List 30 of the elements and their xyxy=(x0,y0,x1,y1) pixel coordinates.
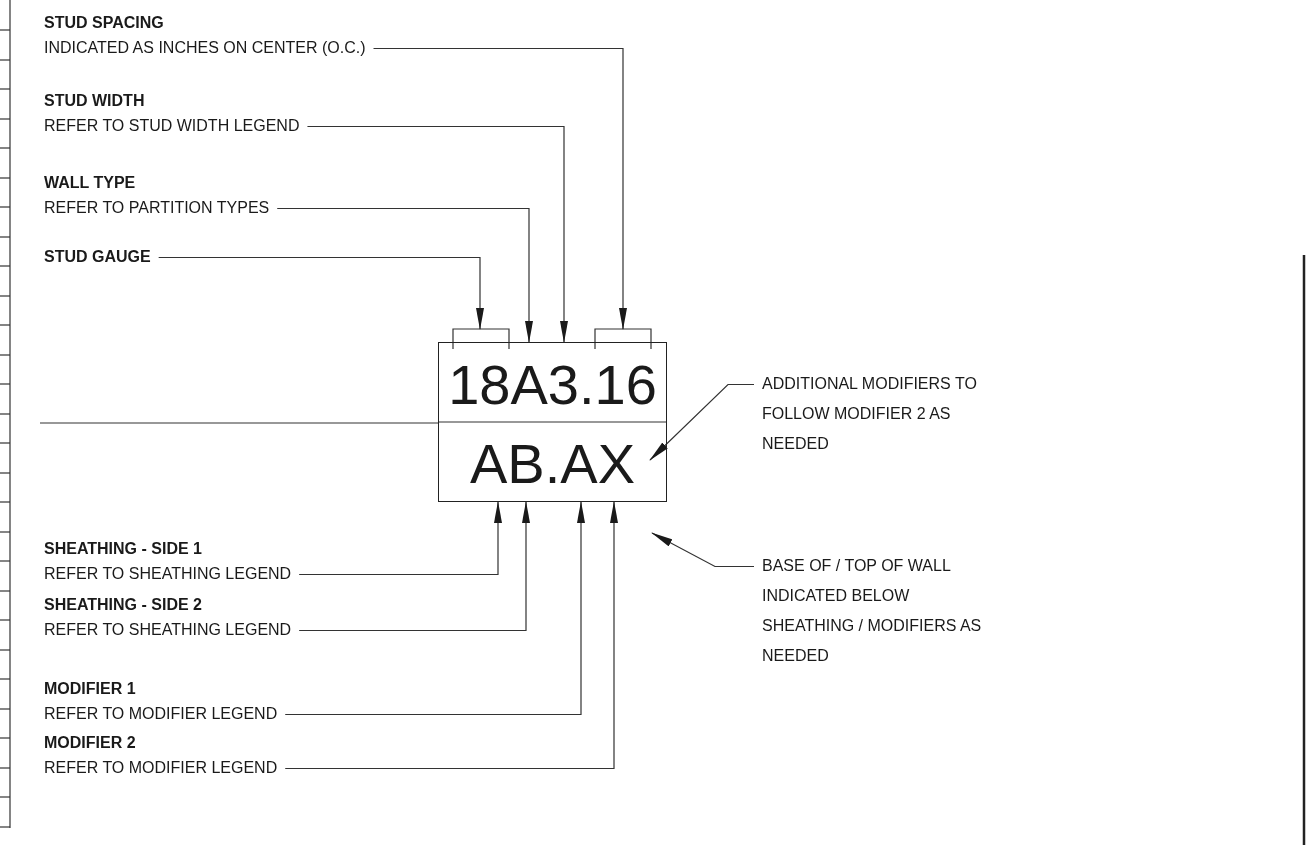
callout-heading: MODIFIER 2 xyxy=(44,733,137,753)
leader-arrow xyxy=(298,501,530,632)
tag-number: 18A3.16 xyxy=(447,355,658,415)
callout-text: INDICATED AS INCHES ON CENTER (O.C.) xyxy=(44,38,366,58)
callout-text: REFER TO SHEATHING LEGEND xyxy=(44,564,292,584)
leader-arrow xyxy=(306,125,568,343)
wall-tag-box xyxy=(438,342,667,502)
callout-text: REFER TO MODIFIER LEGEND xyxy=(44,704,278,724)
leader-arrow xyxy=(284,501,585,716)
callout-heading: STUD SPACING xyxy=(44,13,165,33)
callout-heading: SHEATHING - SIDE 2 xyxy=(44,595,203,615)
leader-arrow xyxy=(649,383,755,461)
callout-text: REFER TO PARTITION TYPES xyxy=(44,198,270,218)
callout-heading: MODIFIER 1 xyxy=(44,679,137,699)
leader-arrow xyxy=(298,501,502,576)
leader-arrow xyxy=(158,256,484,330)
callout-heading: SHEATHING - SIDE 1 xyxy=(44,539,203,559)
callout-text: REFER TO SHEATHING LEGEND xyxy=(44,620,292,640)
leader-arrow xyxy=(284,501,618,770)
callout-heading: WALL TYPE xyxy=(44,173,137,193)
callout-text: REFER TO MODIFIER LEGEND xyxy=(44,758,278,778)
callout-heading: STUD GAUGE xyxy=(44,247,151,267)
tag-code: AB.AX xyxy=(469,434,636,494)
leader-arrow xyxy=(651,532,755,568)
callout-heading: STUD WIDTH xyxy=(44,91,146,111)
leader-arrow xyxy=(372,47,627,330)
callout-text: BASE OF / TOP OF WALL INDICATED BELOW SHEATHING / MODIFIERS AS NEEDED xyxy=(762,556,983,666)
callout-text: REFER TO STUD WIDTH LEGEND xyxy=(44,116,300,136)
leader-arrow xyxy=(276,207,533,343)
callout-text: ADDITIONAL MODIFIERS TO FOLLOW MODIFIER 2 AS NEEDED xyxy=(762,374,978,454)
